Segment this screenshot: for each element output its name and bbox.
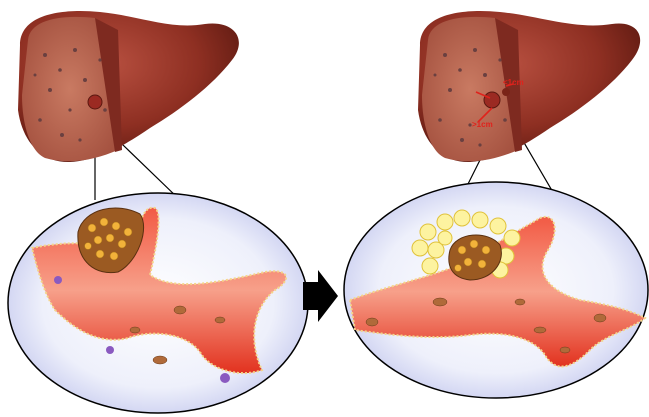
liver-right: <1cm >1cm bbox=[418, 10, 641, 163]
large-size-label: >1cm bbox=[472, 120, 493, 129]
immune-cells-left bbox=[54, 276, 230, 383]
liver-cut-surface bbox=[422, 16, 518, 162]
small-tumor-mark bbox=[87, 94, 103, 110]
liver-left bbox=[18, 10, 239, 163]
zoom-bubble-left bbox=[7, 192, 309, 414]
zoom-bubble-right bbox=[343, 181, 649, 399]
cells-right bbox=[365, 297, 607, 354]
small-size-label: <1cm bbox=[503, 78, 524, 87]
tumor-cluster-left bbox=[77, 207, 145, 274]
progression-arrow-icon bbox=[303, 270, 338, 322]
cells-left bbox=[129, 305, 226, 365]
satellite-tumor-mark bbox=[502, 88, 510, 96]
measurement-lines bbox=[475, 83, 514, 123]
tumor-cluster-right bbox=[448, 234, 502, 281]
liver-vessel-dots bbox=[33, 48, 107, 142]
liver-vessel-dots bbox=[433, 48, 507, 147]
liver-cut-surface bbox=[22, 16, 118, 162]
tumor-mark bbox=[483, 91, 501, 109]
